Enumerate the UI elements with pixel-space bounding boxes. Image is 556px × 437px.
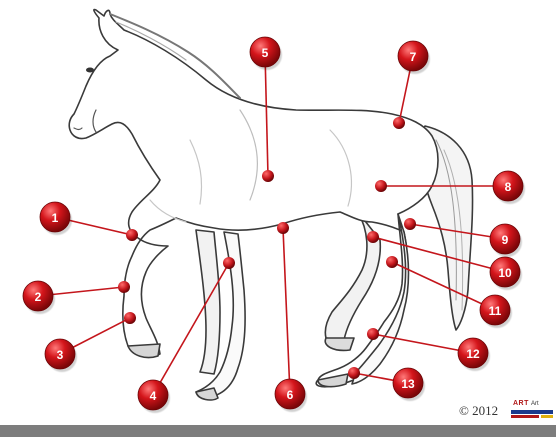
marker-label-11: 11: [489, 304, 502, 318]
footer-bar: [0, 425, 556, 437]
copyright-text: © 2012: [459, 403, 498, 419]
anchor-dot-8: [375, 180, 387, 192]
marker-3[interactable]: 3: [45, 339, 77, 372]
anchor-dot-6: [277, 222, 289, 234]
marker-label-8: 8: [505, 180, 512, 194]
marker-10[interactable]: 10: [490, 257, 522, 290]
anchor-dot-4: [223, 257, 235, 269]
anchor-dot-2: [118, 281, 130, 293]
anchor-dot-12: [367, 328, 379, 340]
marker-label-3: 3: [57, 348, 64, 362]
marker-label-4: 4: [150, 389, 157, 403]
marker-label-13: 13: [401, 377, 415, 391]
marker-label-10: 10: [498, 266, 512, 280]
marker-13[interactable]: 13: [393, 368, 425, 401]
anchor-dot-7: [393, 117, 405, 129]
marker-1[interactable]: 1: [40, 202, 72, 235]
anchor-dot-5: [262, 170, 274, 182]
marker-label-9: 9: [502, 233, 509, 247]
anchor-dot-10: [367, 231, 379, 243]
marker-label-5: 5: [262, 46, 269, 60]
marker-9[interactable]: 9: [490, 224, 522, 257]
marker-label-12: 12: [466, 347, 480, 361]
marker-5[interactable]: 5: [250, 37, 282, 70]
anchor-dot-13: [348, 367, 360, 379]
anchor-dot-9: [404, 218, 416, 230]
marker-11[interactable]: 11: [480, 295, 512, 328]
marker-label-1: 1: [52, 211, 59, 225]
anchor-dot-3: [124, 312, 136, 324]
marker-8[interactable]: 8: [493, 171, 525, 204]
leader-line-6: [283, 228, 290, 394]
anchor-dot-11: [386, 256, 398, 268]
marker-7[interactable]: 7: [398, 41, 430, 74]
horse-torso: [69, 9, 438, 386]
marker-label-2: 2: [35, 290, 42, 304]
marker-12[interactable]: 12: [458, 338, 490, 371]
marker-6[interactable]: 6: [275, 379, 307, 412]
marker-label-7: 7: [410, 50, 417, 64]
horse-far-front-leg: [196, 230, 220, 374]
marker-2[interactable]: 2: [23, 281, 55, 314]
marker-4[interactable]: 4: [138, 380, 170, 413]
anchor-dot-1: [126, 229, 138, 241]
marker-label-6: 6: [287, 388, 294, 402]
